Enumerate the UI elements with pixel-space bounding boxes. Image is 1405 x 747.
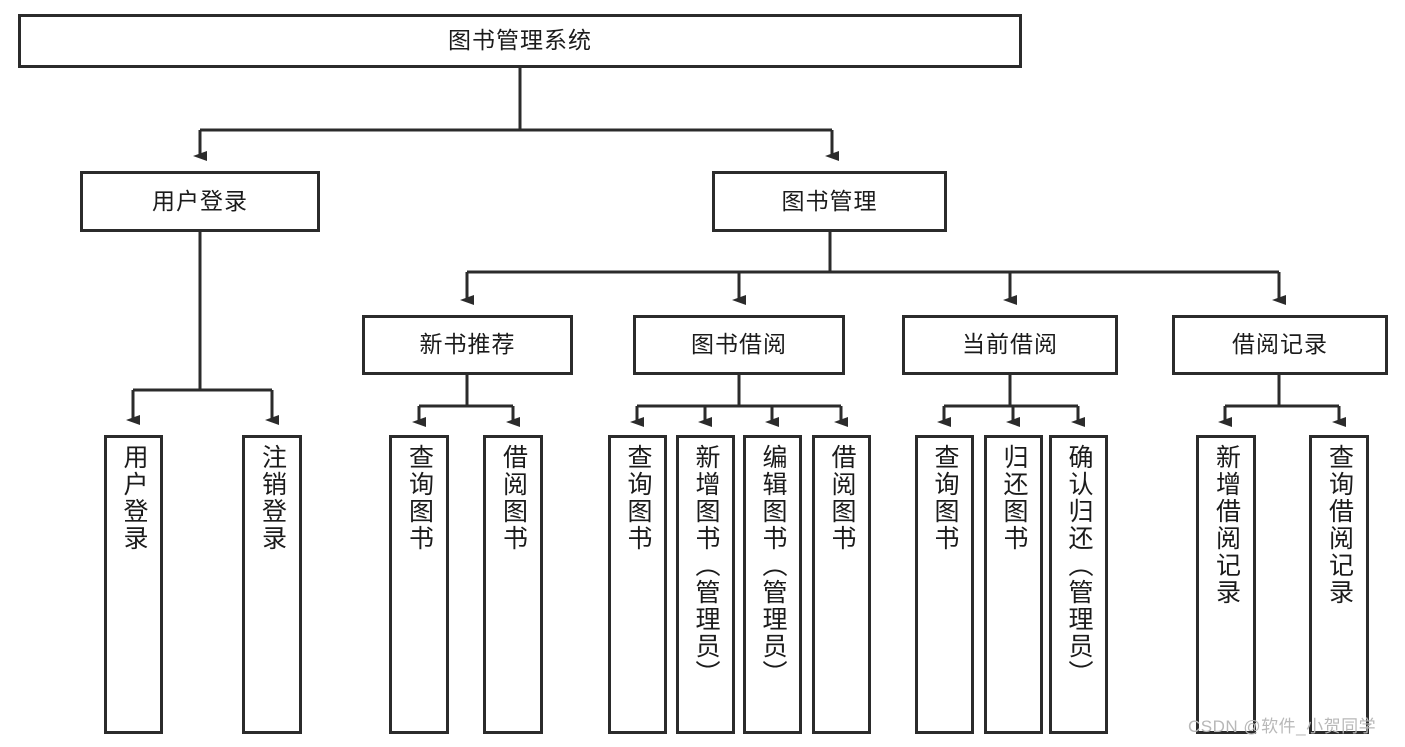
node-label: 借阅图书 bbox=[499, 444, 528, 552]
leaf-borrow-edit-book-admin[interactable]: 编辑图书（管理员） bbox=[743, 435, 802, 734]
leaf-recommend-borrow-book[interactable]: 借阅图书 bbox=[483, 435, 543, 734]
node-label: 图书管理 bbox=[781, 187, 878, 214]
node-label: 当前借阅 bbox=[962, 331, 1058, 358]
node-label: 确认归还（管理员） bbox=[1065, 444, 1093, 687]
node-label: 查询图书 bbox=[624, 444, 652, 552]
node-label: 查询图书 bbox=[405, 444, 434, 552]
node-label: 查询图书 bbox=[931, 444, 959, 552]
node-label: 用户登录 bbox=[120, 444, 148, 552]
node-label: 归还图书 bbox=[1000, 444, 1028, 552]
node-label: 借阅图书 bbox=[828, 444, 856, 552]
node-book-management[interactable]: 图书管理 bbox=[712, 171, 947, 232]
leaf-user-login-logout[interactable]: 注销登录 bbox=[242, 435, 302, 734]
node-label: 借阅记录 bbox=[1232, 331, 1328, 358]
leaf-borrow-query-book[interactable]: 查询图书 bbox=[608, 435, 667, 734]
node-user-login[interactable]: 用户登录 bbox=[80, 171, 320, 232]
node-label: 用户登录 bbox=[152, 187, 248, 214]
node-label: 查询借阅记录 bbox=[1325, 444, 1354, 606]
leaf-record-query-record[interactable]: 查询借阅记录 bbox=[1309, 435, 1369, 734]
leaf-borrow-add-book-admin[interactable]: 新增图书（管理员） bbox=[676, 435, 735, 734]
node-label: 新书推荐 bbox=[419, 331, 516, 358]
node-label: 注销登录 bbox=[258, 444, 287, 552]
leaf-recommend-query-book[interactable]: 查询图书 bbox=[389, 435, 449, 734]
node-label: 图书借阅 bbox=[691, 331, 787, 358]
node-book-borrow[interactable]: 图书借阅 bbox=[633, 315, 845, 375]
node-borrow-record[interactable]: 借阅记录 bbox=[1172, 315, 1388, 375]
node-root-system[interactable]: 图书管理系统 bbox=[18, 14, 1022, 68]
node-label: 编辑图书（管理员） bbox=[759, 444, 787, 687]
node-current-borrow[interactable]: 当前借阅 bbox=[902, 315, 1118, 375]
watermark: CSDN @软件_小贺同学 bbox=[1188, 717, 1377, 736]
node-new-book-recommend[interactable]: 新书推荐 bbox=[362, 315, 573, 375]
leaf-current-query-book[interactable]: 查询图书 bbox=[915, 435, 974, 734]
node-label: 新增图书（管理员） bbox=[692, 444, 720, 687]
leaf-current-confirm-return-admin[interactable]: 确认归还（管理员） bbox=[1049, 435, 1108, 734]
leaf-user-login-login[interactable]: 用户登录 bbox=[104, 435, 163, 734]
node-label: 图书管理系统 bbox=[448, 27, 592, 54]
leaf-current-return-book[interactable]: 归还图书 bbox=[984, 435, 1043, 734]
leaf-borrow-borrow-book[interactable]: 借阅图书 bbox=[812, 435, 871, 734]
leaf-record-add-record[interactable]: 新增借阅记录 bbox=[1196, 435, 1256, 734]
node-label: 新增借阅记录 bbox=[1212, 444, 1241, 606]
